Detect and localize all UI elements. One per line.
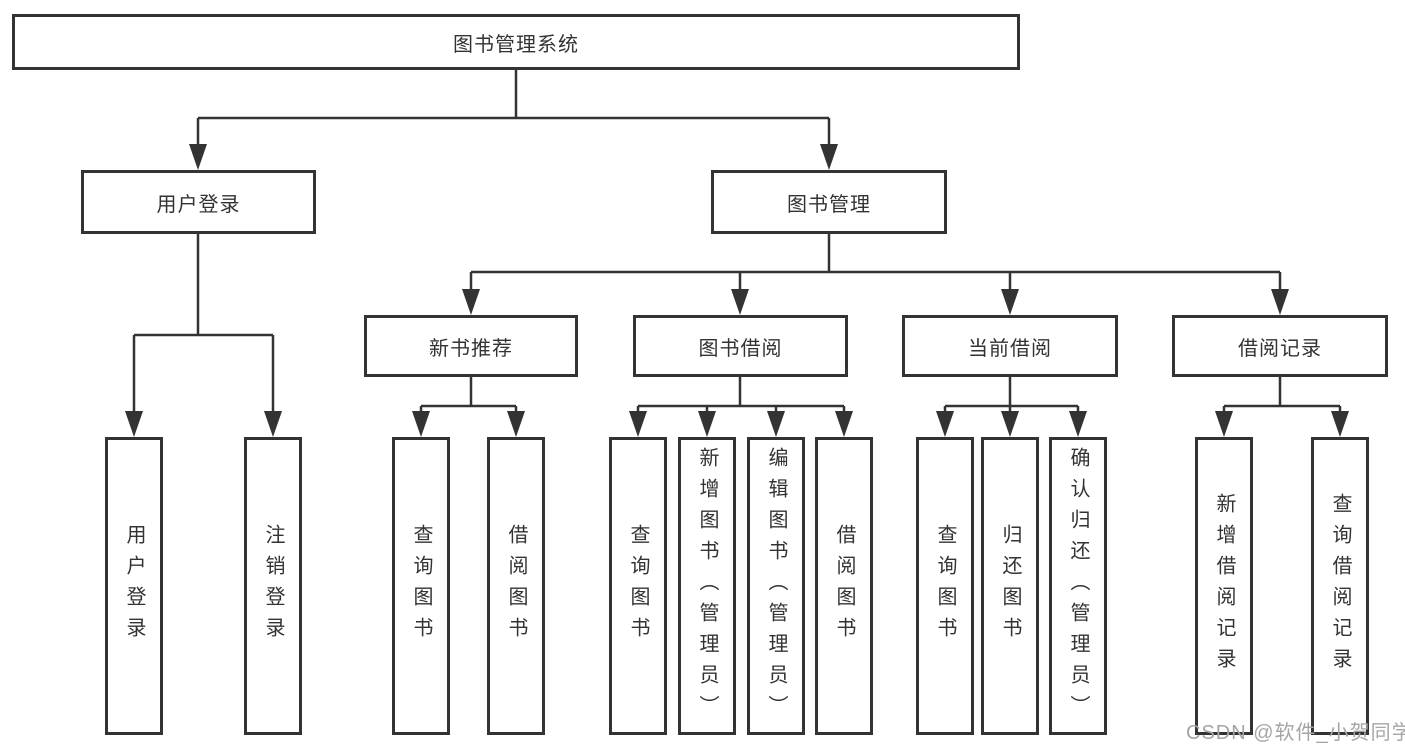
leaf-borrow-query-book: 查询图书	[609, 437, 667, 735]
node-new-book-recommend: 新书推荐	[364, 315, 578, 377]
leaf-borrow-edit-book-label: 编辑图书（管理员）	[765, 446, 787, 726]
node-book-borrow: 图书借阅	[633, 315, 848, 377]
leaf-current-confirm-return-label: 确认归还（管理员）	[1067, 446, 1089, 726]
arrowhead	[125, 411, 143, 437]
arrowhead	[629, 411, 647, 437]
node-new-book-recommend-label: 新书推荐	[429, 337, 513, 360]
leaf-borrow-borrow-book-label: 借阅图书	[833, 524, 855, 648]
node-book-management-label: 图书管理	[787, 193, 871, 216]
arrowhead	[1001, 411, 1019, 437]
arrowhead	[412, 411, 430, 437]
arrowhead	[264, 411, 282, 437]
arrowhead	[731, 289, 749, 315]
arrowhead	[189, 144, 207, 170]
node-root-system: 图书管理系统	[12, 14, 1020, 70]
leaf-current-return-book: 归还图书	[981, 437, 1039, 735]
arrowhead	[1271, 289, 1289, 315]
arrowhead	[462, 289, 480, 315]
connector-currentborrow-to-leaves	[936, 377, 1087, 437]
leaf-borrow-query-book-label: 查询图书	[627, 524, 649, 648]
leaf-newrec-borrow-book-label: 借阅图书	[505, 524, 527, 648]
leaf-borrow-borrow-book: 借阅图书	[815, 437, 873, 735]
arrowhead	[835, 411, 853, 437]
arrowhead	[1215, 411, 1233, 437]
leaf-record-query-record-label: 查询借阅记录	[1329, 493, 1351, 679]
leaf-current-query-book-label: 查询图书	[934, 524, 956, 648]
leaf-borrow-add-book: 新增图书（管理员）	[678, 437, 736, 735]
leaf-newrec-borrow-book: 借阅图书	[487, 437, 545, 735]
arrowhead	[1001, 289, 1019, 315]
leaf-record-add-record: 新增借阅记录	[1195, 437, 1253, 735]
connector-userlogin-to-leaves	[125, 234, 282, 437]
leaf-user-login-label: 用户登录	[123, 524, 145, 648]
leaf-logout: 注销登录	[244, 437, 302, 735]
leaf-newrec-query-book: 查询图书	[392, 437, 450, 735]
leaf-current-confirm-return: 确认归还（管理员）	[1049, 437, 1107, 735]
node-book-borrow-label: 图书借阅	[698, 337, 783, 360]
leaf-borrow-edit-book: 编辑图书（管理员）	[747, 437, 805, 735]
leaf-record-query-record: 查询借阅记录	[1311, 437, 1369, 735]
leaf-newrec-query-book-label: 查询图书	[410, 524, 432, 648]
node-borrow-record: 借阅记录	[1172, 315, 1388, 377]
node-user-login-label: 用户登录	[156, 193, 241, 216]
node-book-management: 图书管理	[711, 170, 947, 234]
node-user-login: 用户登录	[81, 170, 316, 234]
arrowhead	[698, 411, 716, 437]
leaf-current-query-book: 查询图书	[916, 437, 974, 735]
leaf-logout-label: 注销登录	[262, 524, 284, 648]
connector-bookborrow-to-leaves	[629, 377, 853, 437]
leaf-record-add-record-label: 新增借阅记录	[1213, 493, 1235, 679]
node-current-borrow: 当前借阅	[902, 315, 1118, 377]
leaf-current-return-book-label: 归还图书	[999, 524, 1021, 648]
watermark: CSDN @软件_小贺同学	[1186, 722, 1405, 744]
connector-bookmgmt-to-level2	[462, 234, 1289, 315]
connector-root-to-level1	[189, 70, 838, 170]
node-root-label: 图书管理系统	[453, 33, 579, 56]
leaf-borrow-add-book-label: 新增图书（管理员）	[696, 446, 718, 726]
leaf-user-login: 用户登录	[105, 437, 163, 735]
arrowhead	[1331, 411, 1349, 437]
arrowhead	[936, 411, 954, 437]
arrowhead	[820, 144, 838, 170]
arrowhead	[1069, 411, 1087, 437]
arrowhead	[767, 411, 785, 437]
node-borrow-record-label: 借阅记录	[1238, 337, 1322, 360]
arrowhead	[507, 411, 525, 437]
connector-borrowrecord-to-leaves	[1215, 377, 1349, 437]
connector-newbookrec-to-leaves	[412, 377, 525, 437]
node-current-borrow-label: 当前借阅	[968, 337, 1052, 360]
